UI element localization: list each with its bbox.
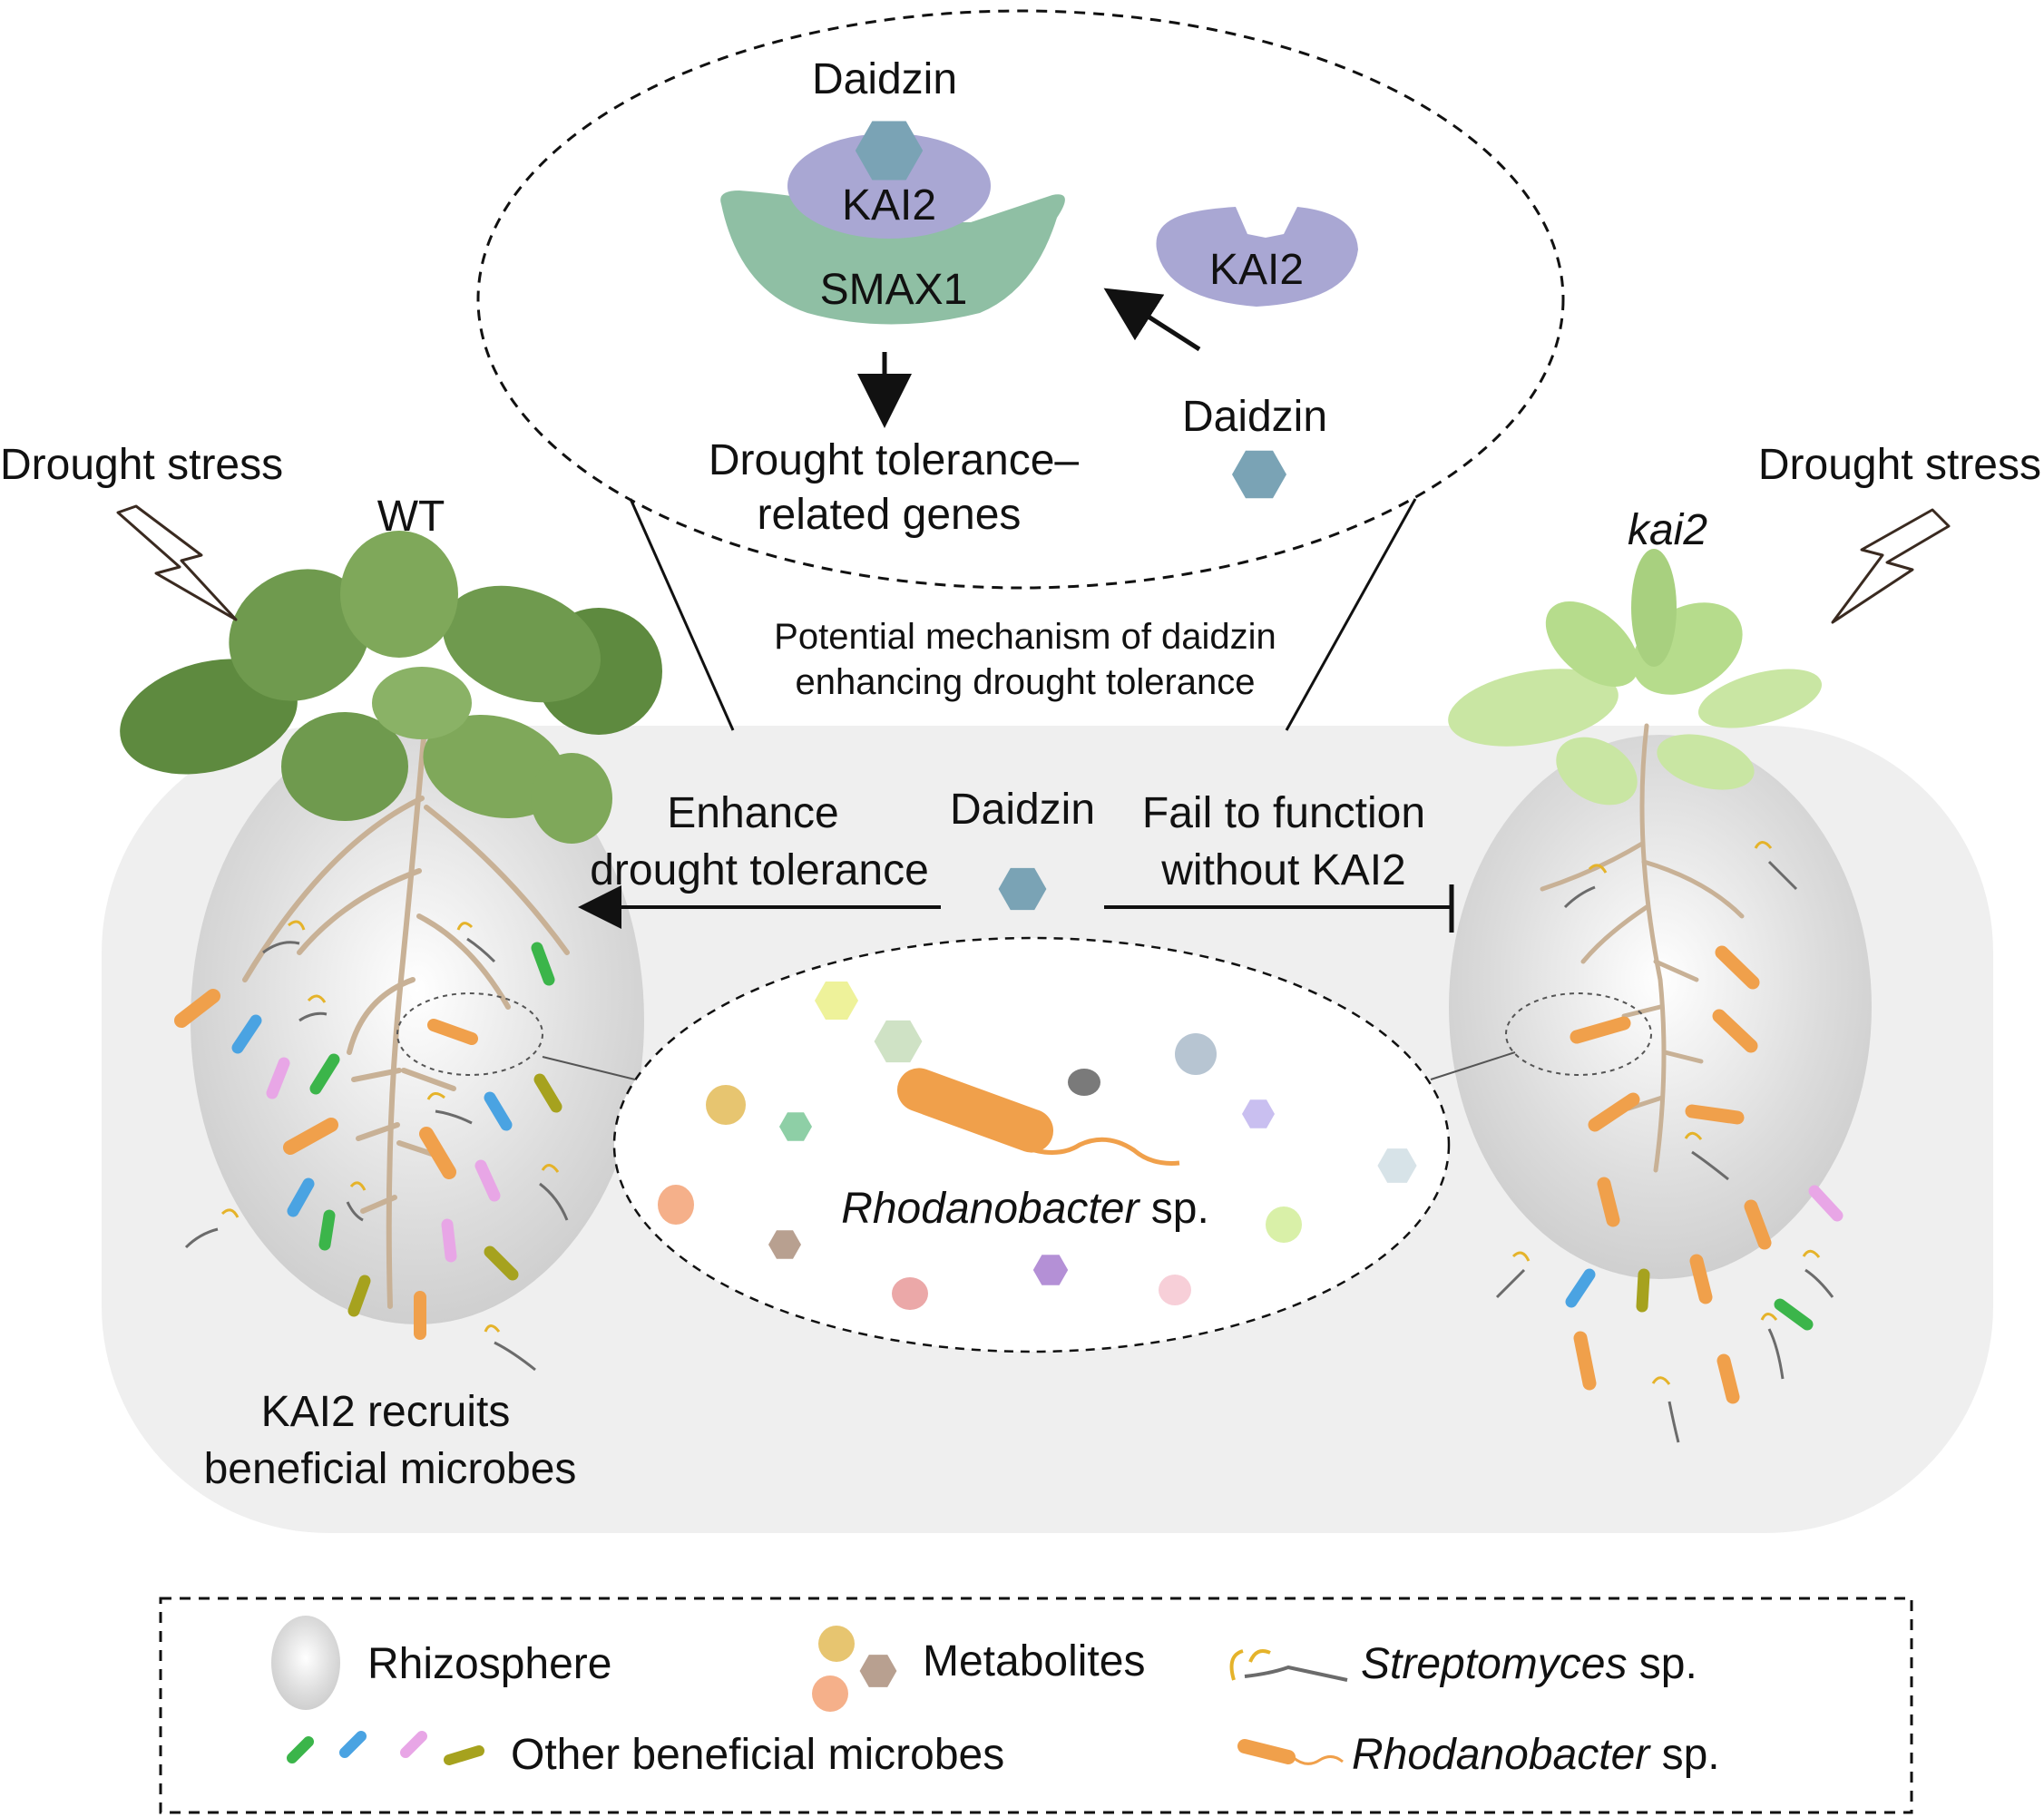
binding-arrow — [1103, 288, 1201, 352]
smax1-label: SMAX1 — [820, 266, 968, 314]
wt-drought-stress-label: Drought stress — [0, 441, 283, 489]
fail-line1: Fail to function — [1142, 789, 1425, 837]
kai2-bound-label: KAI2 — [842, 181, 936, 230]
rhodanobacter-zoom-label: Rhodanobacter sp. — [841, 1185, 1209, 1233]
legend-metabolites-label: Metabolites — [923, 1637, 1145, 1685]
caption-line2: enhancing drought tolerance — [795, 662, 1255, 702]
enhance-line1: Enhance — [667, 789, 839, 837]
inset-connector-left — [629, 498, 735, 731]
smax1-protein — [720, 190, 1065, 325]
mechanism-inset-ellipse — [476, 9, 1565, 590]
kai2-bound-protein — [787, 133, 991, 239]
legend-box — [159, 1597, 1913, 1814]
kai2-microbes — [1565, 945, 1844, 1404]
metabolites-cluster — [658, 982, 1417, 1310]
kai2-free-protein — [1156, 207, 1358, 307]
kai2-genotype-label: kai2 — [1628, 506, 1707, 554]
inset-daidzin-top-label: Daidzin — [812, 55, 957, 103]
wt-rhizosphere — [191, 717, 644, 1324]
legend-streptomyces-label: Streptomyces sp. — [1361, 1640, 1697, 1688]
wt-drought-bolt-icon — [116, 504, 238, 621]
rhodanobacter-large — [896, 1068, 1180, 1166]
zoom-connector-right — [1430, 1051, 1516, 1080]
wt-recruit-line2: beneficial microbes — [204, 1445, 577, 1493]
zoom-connector-left — [542, 1056, 636, 1080]
fail-line2: without KAI2 — [1160, 846, 1405, 894]
wt-zoom-source — [396, 992, 543, 1076]
legend-streptomyces-icon — [1229, 1649, 1348, 1682]
legend-rhodanobacter-label: Rhodanobacter sp. — [1352, 1731, 1720, 1779]
wt-microbes — [174, 942, 562, 1340]
wt-rosette — [120, 531, 662, 844]
kai2-rosette — [1448, 549, 1823, 806]
kai2-drought-bolt-icon — [1831, 508, 1951, 624]
legend-rhodanobacter-icon — [1237, 1739, 1344, 1765]
inset-connector-right — [1285, 498, 1417, 731]
center-daidzin-label: Daidzin — [950, 786, 1095, 834]
outcome-line1: Drought tolerance– — [709, 436, 1080, 484]
caption-line1: Potential mechanism of daidzin — [774, 617, 1276, 657]
wt-genotype-label: WT — [377, 493, 445, 541]
kai2-streptomyces — [1495, 841, 1834, 1443]
wt-roots — [242, 705, 570, 1309]
kai2-zoom-source — [1505, 992, 1652, 1076]
legend-metabolites-icon — [812, 1626, 897, 1712]
wt-recruit-line1: KAI2 recruits — [261, 1388, 511, 1436]
wt-streptomyces — [184, 920, 569, 1372]
outcome-line2: related genes — [758, 491, 1022, 539]
legend-other-microbes-label: Other beneficial microbes — [511, 1731, 1004, 1779]
inset-daidzin-free-label: Daidzin — [1182, 393, 1327, 441]
legend-rhizosphere-icon — [271, 1616, 340, 1710]
kai2-roots — [1540, 723, 1745, 1173]
kai2-free-label: KAI2 — [1209, 246, 1304, 294]
kai2-drought-stress-label: Drought stress — [1758, 441, 2041, 489]
legend-other-microbes-icon — [287, 1731, 484, 1765]
enhance-line2: drought tolerance — [590, 846, 929, 894]
legend-rhizosphere-label: Rhizosphere — [367, 1640, 611, 1688]
